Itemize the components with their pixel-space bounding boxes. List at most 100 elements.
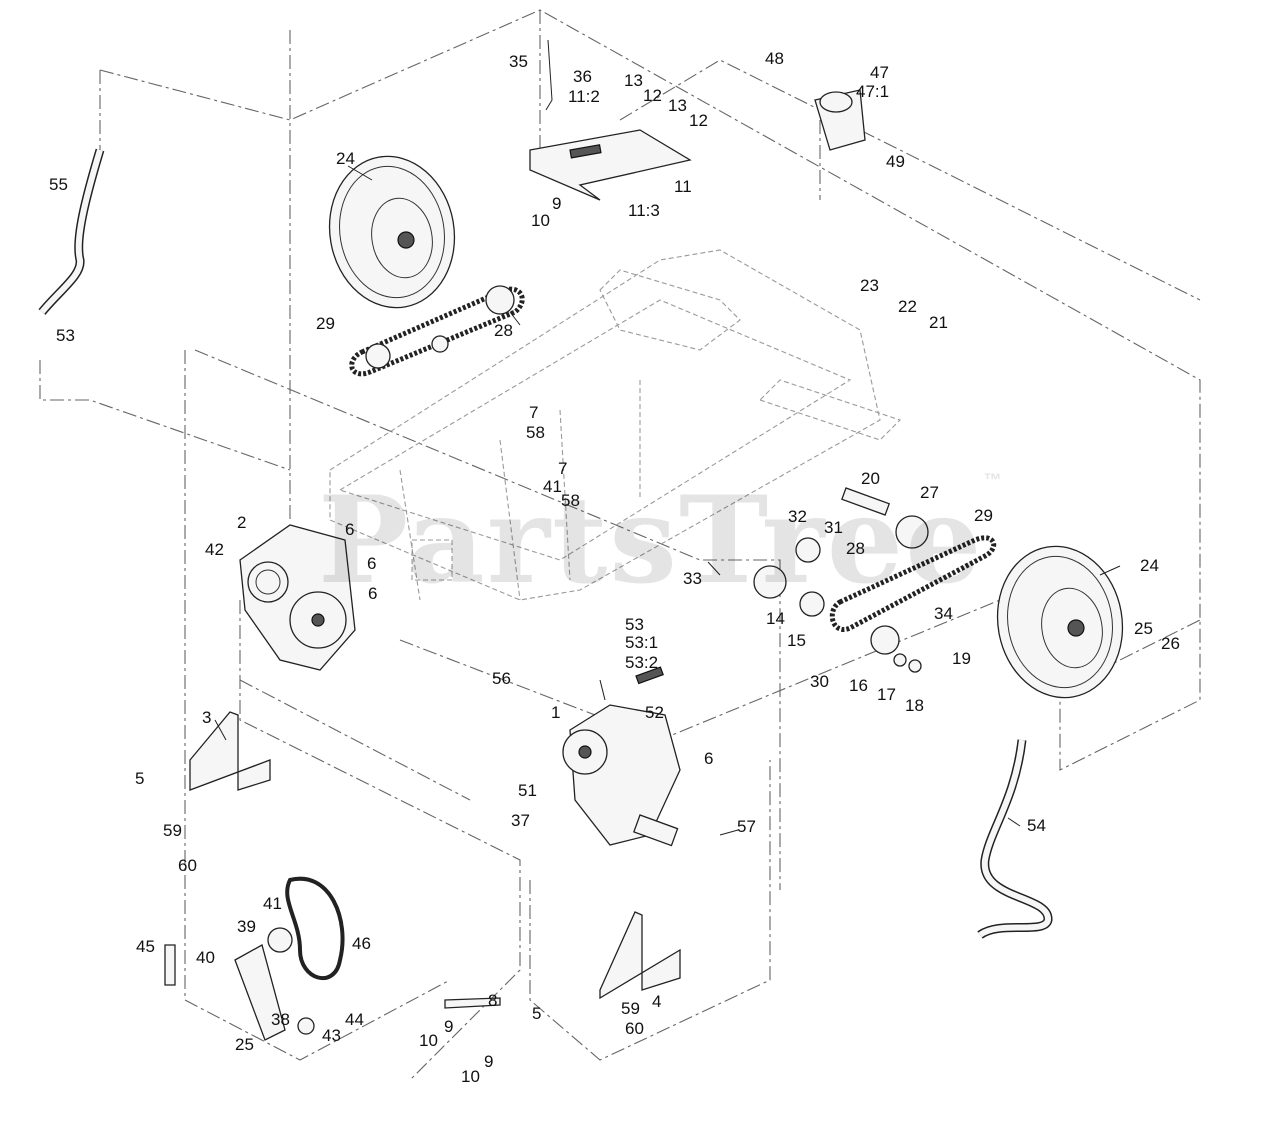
callout-54: 54	[1027, 816, 1046, 835]
callout-21: 21	[929, 313, 948, 332]
callout-40: 40	[196, 948, 215, 967]
callout-25-b: 25	[235, 1035, 254, 1054]
control-bracket	[529, 39, 692, 201]
callout-15: 15	[787, 631, 806, 650]
callout-9: 9	[552, 194, 562, 213]
hydraulic-tank	[814, 89, 866, 151]
callout-58: 58	[526, 423, 545, 442]
lower-right-bracket	[599, 911, 681, 1000]
upper-left-wheel	[328, 155, 456, 309]
callout-22: 22	[898, 297, 917, 316]
callout-28: 28	[494, 321, 513, 340]
right-transmission	[562, 666, 681, 847]
callout-17: 17	[877, 685, 896, 704]
callout-6-d: 6	[704, 749, 714, 768]
callout-14: 14	[766, 609, 785, 628]
callout-7: 7	[529, 403, 539, 422]
callout-18: 18	[905, 696, 924, 715]
callout-42: 42	[205, 540, 224, 559]
callout-56: 56	[492, 669, 511, 688]
callout-10-b: 10	[419, 1031, 438, 1050]
callout-13: 13	[624, 71, 643, 90]
callout-24-b: 24	[1140, 556, 1159, 575]
callout-41: 41	[543, 477, 562, 496]
callout-9-c: 9	[484, 1052, 494, 1071]
hoses	[38, 148, 1053, 939]
callout-44: 44	[345, 1010, 364, 1029]
lower-left-bracket	[189, 711, 271, 791]
right-wheel	[996, 545, 1124, 699]
callout-52: 52	[645, 703, 664, 722]
callout-53-1: 53:1	[625, 633, 659, 652]
main-frame	[329, 249, 902, 601]
callout-49: 49	[886, 152, 905, 171]
callout-31: 31	[824, 518, 843, 537]
callout-53-2: 53:2	[625, 653, 659, 672]
callout-12: 12	[643, 86, 662, 105]
callout-9-b: 9	[444, 1017, 454, 1036]
callout-6: 6	[345, 520, 355, 539]
callout-4: 4	[652, 992, 662, 1011]
callout-36: 36	[573, 67, 592, 86]
callout-58-b: 58	[561, 491, 580, 510]
callout-16: 16	[849, 676, 868, 695]
callout-7-b: 7	[558, 459, 568, 478]
callout-10-c: 10	[461, 1067, 480, 1086]
callout-2: 2	[237, 513, 247, 532]
callout-45: 45	[136, 937, 155, 956]
callout-10: 10	[531, 211, 550, 230]
leader-lines	[214, 165, 1121, 836]
callout-37: 37	[511, 811, 530, 830]
callout-6-c: 6	[368, 584, 378, 603]
assembly-dashed-lines	[39, 9, 1201, 1081]
callout-5: 5	[135, 769, 145, 788]
callout-47-1: 47:1	[856, 82, 890, 101]
callout-29-b: 29	[974, 506, 993, 525]
callout-60-b: 60	[625, 1019, 644, 1038]
callout-59-b: 59	[621, 999, 640, 1018]
callout-25: 25	[1134, 619, 1153, 638]
callout-46: 46	[352, 934, 371, 953]
callout-59: 59	[163, 821, 182, 840]
callout-26: 26	[1161, 634, 1180, 653]
callout-5-b: 5	[532, 1004, 542, 1023]
callout-35: 35	[509, 52, 528, 71]
callout-23: 23	[860, 276, 879, 295]
callout-55: 55	[49, 175, 68, 194]
upper-chain	[349, 285, 525, 377]
callout-8: 8	[488, 991, 498, 1010]
callout-13-b: 13	[668, 96, 687, 115]
callout-6-b: 6	[367, 554, 377, 573]
callout-1: 1	[551, 703, 561, 722]
callout-28-b: 28	[846, 539, 865, 558]
callout-33: 33	[683, 569, 702, 588]
callout-38: 38	[271, 1010, 290, 1029]
callout-11-3: 11:3	[628, 201, 660, 220]
belt-and-idler	[164, 876, 501, 1041]
callout-30: 30	[810, 672, 829, 691]
callout-19: 19	[952, 649, 971, 668]
callout-20: 20	[861, 469, 880, 488]
callout-29: 29	[316, 314, 335, 333]
callout-53-b: 53	[625, 615, 644, 634]
callout-43: 43	[322, 1026, 341, 1045]
right-drive	[753, 487, 997, 673]
callout-34: 34	[934, 604, 953, 623]
callout-48: 48	[765, 49, 784, 68]
callout-32: 32	[788, 507, 807, 526]
callout-47: 47	[870, 63, 889, 82]
callout-51: 51	[518, 781, 537, 800]
callout-24: 24	[336, 149, 355, 168]
callout-60: 60	[178, 856, 197, 875]
callout-39: 39	[237, 917, 256, 936]
callout-53: 53	[56, 326, 75, 345]
callout-11: 11	[674, 177, 692, 196]
callout-41-b: 41	[263, 894, 282, 913]
callout-12-b: 12	[689, 111, 708, 130]
callout-11-2: 11:2	[568, 87, 600, 106]
left-transmission	[239, 524, 356, 671]
callout-57: 57	[737, 817, 756, 836]
callout-27: 27	[920, 483, 939, 502]
callout-3: 3	[202, 708, 212, 727]
